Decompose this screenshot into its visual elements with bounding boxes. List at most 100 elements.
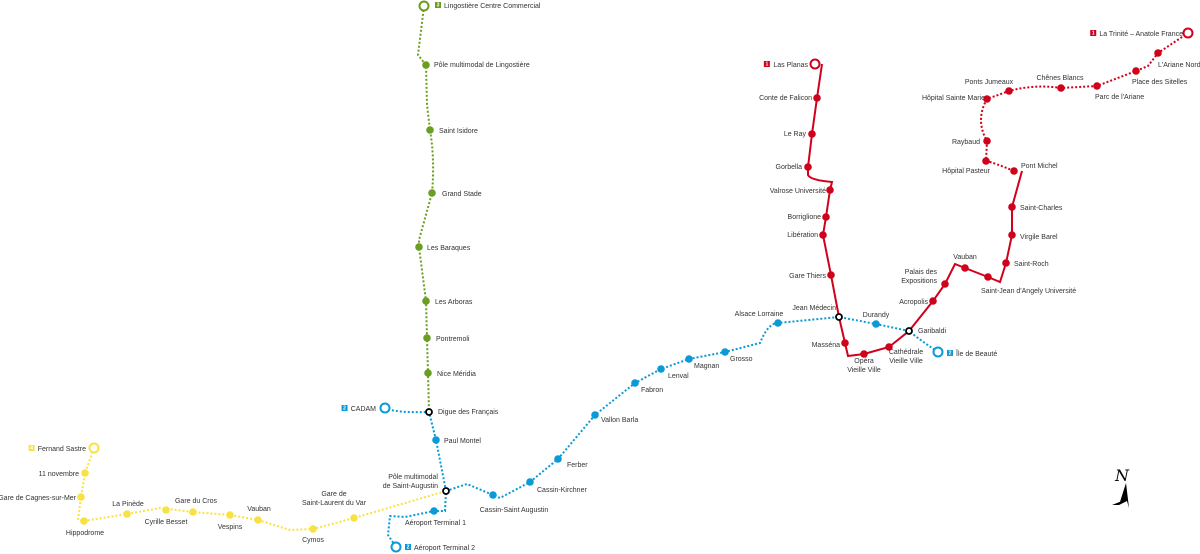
station-stop[interactable] <box>961 264 969 272</box>
station-label-line: Lingostière Centre Commercial <box>444 3 541 10</box>
station-stop[interactable] <box>721 348 729 356</box>
station-stop[interactable] <box>813 94 821 102</box>
station-stop[interactable] <box>822 213 830 221</box>
station-label-line: Gare Thiers <box>789 273 826 280</box>
station-stop[interactable] <box>872 320 880 328</box>
station-stop[interactable] <box>929 297 937 305</box>
station-stop[interactable] <box>432 436 440 444</box>
station-label-line: 11 novembre <box>39 471 79 478</box>
station-stop[interactable] <box>774 319 782 327</box>
line-badge-label: 3 <box>437 3 440 9</box>
station-label: La Trinité – Anatole France <box>1099 31 1183 38</box>
station-stop[interactable] <box>526 478 534 486</box>
terminus-stop[interactable] <box>390 541 402 553</box>
terminus-stop[interactable] <box>379 402 391 414</box>
station-label-line: Garibaldi <box>918 328 946 335</box>
station-label: Cymos <box>302 537 324 544</box>
station-stop[interactable] <box>804 163 812 171</box>
station-stop[interactable] <box>428 189 436 197</box>
station-stop[interactable] <box>885 343 893 351</box>
station-stop[interactable] <box>941 280 949 288</box>
station-stop[interactable] <box>1005 87 1013 95</box>
station-stop[interactable] <box>554 455 562 463</box>
station-stop[interactable] <box>860 350 868 358</box>
line-badge-label: 1 <box>1092 31 1095 37</box>
interchange-stop[interactable] <box>905 327 913 335</box>
station-label: Acropolis <box>899 299 928 306</box>
station-label: Durandy <box>863 312 890 319</box>
station-stop[interactable] <box>424 369 432 377</box>
station-label-line: Opéra <box>854 358 874 365</box>
station-stop[interactable] <box>226 511 234 519</box>
station-label-line: Gare de Cagnes-sur-Mer <box>0 495 77 502</box>
station-label-line: Pôle multimodal de Lingostière <box>434 62 530 69</box>
station-stop[interactable] <box>162 506 170 514</box>
station-stop[interactable] <box>685 355 693 363</box>
interchange-stop[interactable] <box>835 313 843 321</box>
station-stop[interactable] <box>841 339 849 347</box>
terminus-stop[interactable] <box>88 442 100 454</box>
station-stop[interactable] <box>415 243 423 251</box>
station-stop[interactable] <box>1002 259 1010 267</box>
station-stop[interactable] <box>309 525 317 533</box>
station-stop[interactable] <box>123 510 131 518</box>
interchange-stop[interactable] <box>425 408 433 416</box>
station-label: Borriglione <box>788 214 822 221</box>
station-label: Alsace Lorraine <box>735 311 784 318</box>
station-stop[interactable] <box>1154 49 1162 57</box>
station-stop[interactable] <box>1132 67 1140 75</box>
station-label-line: Les Arboras <box>435 299 473 306</box>
station-label-line: Alsace Lorraine <box>735 311 784 318</box>
station-stop[interactable] <box>254 516 262 524</box>
station-stop[interactable] <box>826 186 834 194</box>
station-label-line: Valrose Université <box>770 188 826 195</box>
station-label-line: Hippodrome <box>66 530 104 537</box>
station-stop[interactable] <box>430 507 438 515</box>
terminus-stop[interactable] <box>932 346 944 358</box>
station-stop[interactable] <box>489 491 497 499</box>
station-stop[interactable] <box>631 379 639 387</box>
station-stop[interactable] <box>591 411 599 419</box>
station-label-line: La Trinité – Anatole France <box>1099 31 1183 38</box>
station-stop[interactable] <box>983 95 991 103</box>
station-label-line: Saint-Jean d'Angely Université <box>981 288 1076 295</box>
station-stop[interactable] <box>80 517 88 525</box>
station-label-line: Saint-Roch <box>1014 261 1049 268</box>
station-stop[interactable] <box>1057 84 1065 92</box>
station-label: Fabron <box>641 387 663 394</box>
line-badge: 3 <box>435 2 441 9</box>
station-stop[interactable] <box>422 297 430 305</box>
station-stop[interactable] <box>1010 167 1018 175</box>
station-stop[interactable] <box>81 469 89 477</box>
station-stop[interactable] <box>422 61 430 69</box>
station-stop[interactable] <box>984 273 992 281</box>
station-stop[interactable] <box>1008 231 1016 239</box>
station-stop[interactable] <box>350 514 358 522</box>
station-label: Gare Thiers <box>789 273 826 280</box>
station-stop[interactable] <box>423 334 431 342</box>
terminus-stop[interactable] <box>1182 27 1194 39</box>
station-label: Place des Sitelles <box>1132 79 1188 86</box>
terminus-stop[interactable] <box>809 58 821 70</box>
station-label-line: Vespins <box>218 524 243 531</box>
station-stop[interactable] <box>819 231 827 239</box>
station-stop[interactable] <box>426 126 434 134</box>
station-stop[interactable] <box>983 137 991 145</box>
station-label-line: Fernand Sastre <box>38 446 86 453</box>
interchange-stop[interactable] <box>442 487 450 495</box>
terminus-stop[interactable] <box>418 0 430 12</box>
station-stop[interactable] <box>808 130 816 138</box>
station-stop[interactable] <box>1008 203 1016 211</box>
station-stop[interactable] <box>189 508 197 516</box>
station-label-line: Saint-Charles <box>1020 205 1063 212</box>
station-label-line: Parc de l'Ariane <box>1095 94 1144 101</box>
station-stop[interactable] <box>982 157 990 165</box>
station-stop[interactable] <box>1093 82 1101 90</box>
line-badge-box <box>947 350 953 356</box>
station-stop[interactable] <box>827 271 835 279</box>
station-stop[interactable] <box>77 493 85 501</box>
station-stop[interactable] <box>657 365 665 373</box>
